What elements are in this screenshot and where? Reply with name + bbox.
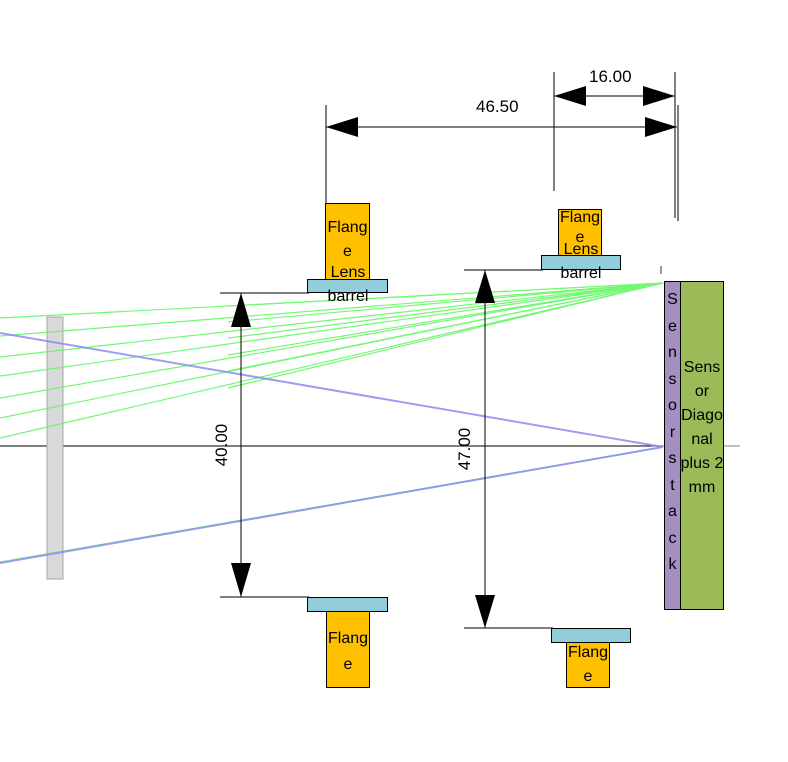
dim-47-arrow-bottom bbox=[475, 595, 495, 628]
flange-left-bottom-label: Flange bbox=[327, 630, 369, 673]
dim-47-label: 47.00 bbox=[455, 427, 474, 471]
dim-16-label: 16.00 bbox=[589, 67, 632, 86]
flange-right-top-label: Flange bbox=[559, 209, 601, 246]
lens-barrel-right-top-label: Lens barrel bbox=[560, 241, 602, 282]
dim-16-arrow-right bbox=[643, 86, 675, 106]
dim-47-arrow-top bbox=[475, 270, 495, 303]
dim-40-arrow-top bbox=[231, 293, 251, 327]
blue-rays bbox=[0, 332, 664, 564]
lens-barrel-left-top-label: Lens barrel bbox=[327, 264, 369, 305]
filter-plate bbox=[46, 316, 64, 580]
dim-40-label: 40.00 bbox=[212, 423, 231, 467]
flange-right-top bbox=[558, 209, 602, 256]
flange-right-bottom-label: Flange bbox=[567, 644, 609, 685]
green-rays bbox=[0, 282, 664, 563]
dim-46-arrow-right bbox=[645, 117, 677, 137]
dim-16-arrow-left bbox=[554, 86, 586, 106]
dim-40-arrow-bottom bbox=[231, 563, 251, 597]
lens-barrel-right-top bbox=[541, 255, 621, 270]
flange-left-bottom bbox=[326, 611, 370, 688]
lens-barrel-left-top bbox=[307, 279, 388, 293]
flange-right-bottom bbox=[566, 642, 610, 688]
lens-barrel-left-bottom bbox=[307, 597, 388, 612]
dim-46-arrow-left bbox=[326, 117, 358, 137]
sensor-diagonal bbox=[680, 281, 724, 610]
flange-left-top-label: Flange bbox=[327, 219, 368, 260]
sensor-diagonal-label: Sensor Diagonal plus 2 mm bbox=[680, 359, 724, 496]
dim-46-label: 46.50 bbox=[476, 97, 519, 116]
